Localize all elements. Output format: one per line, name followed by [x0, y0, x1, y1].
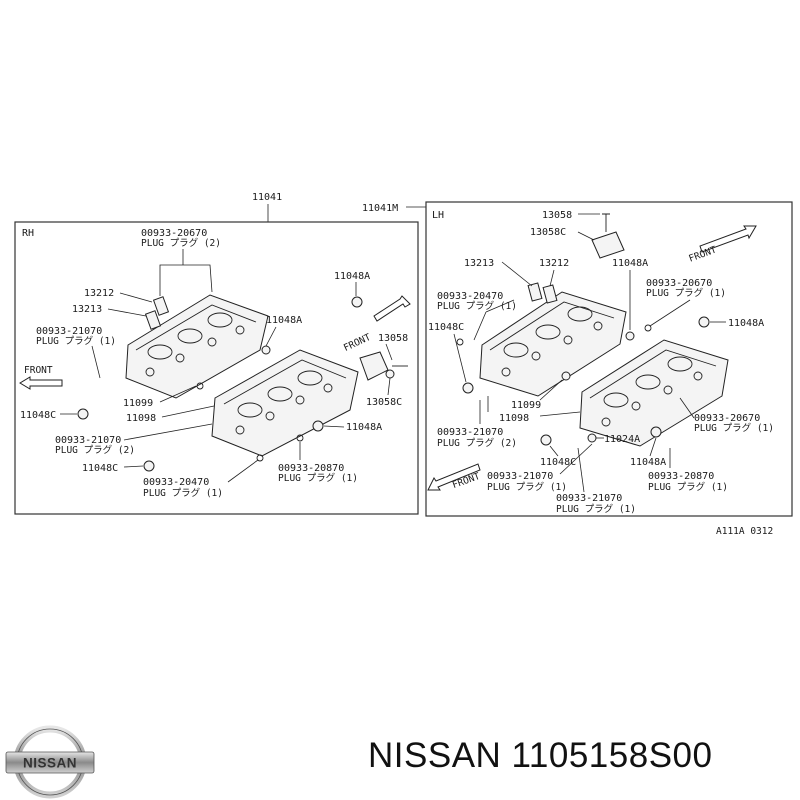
svg-text:11048C: 11048C	[428, 322, 464, 333]
rh-upper-cylinder-head	[125, 294, 269, 399]
svg-text:13213: 13213	[464, 258, 494, 269]
svg-text:00933-20670: 00933-20670	[646, 278, 712, 289]
lh-front-arrow-upper: FRONT	[687, 225, 757, 265]
svg-text:NISSAN: NISSAN	[23, 756, 77, 771]
lh-label: LH	[432, 210, 444, 221]
svg-text:00933-21070: 00933-21070	[437, 427, 503, 438]
lh-upper-cylinder-head	[479, 291, 627, 397]
lh-assembly-label: 11041M	[362, 203, 398, 214]
svg-text:FRONT: FRONT	[342, 332, 373, 354]
svg-text:13212: 13212	[539, 258, 569, 269]
svg-text:11048A: 11048A	[266, 315, 302, 326]
svg-text:PLUG プラグ (1): PLUG プラグ (1)	[556, 503, 636, 515]
svg-text:11048A: 11048A	[728, 318, 764, 329]
svg-text:00933-20670: 00933-20670	[694, 413, 760, 424]
rh-panel	[14, 221, 419, 515]
svg-text:00933-21070: 00933-21070	[55, 435, 121, 446]
svg-text:11048A: 11048A	[612, 258, 648, 269]
svg-text:11048A: 11048A	[334, 271, 370, 282]
svg-text:11048C: 11048C	[540, 457, 576, 468]
lh-panel	[425, 201, 793, 517]
svg-text:00933-20670: 00933-20670	[141, 228, 207, 239]
svg-text:11048C: 11048C	[20, 410, 56, 421]
svg-text:PLUG プラグ (1): PLUG プラグ (1)	[694, 422, 774, 434]
nissan-logo-icon: NISSAN	[5, 725, 95, 799]
svg-text:PLUG プラグ (1): PLUG プラグ (1)	[487, 481, 567, 493]
svg-text:PLUG プラグ (2): PLUG プラグ (2)	[437, 437, 517, 449]
svg-text:11048A: 11048A	[630, 457, 666, 468]
assembly-label: 11041	[252, 192, 282, 203]
svg-text:PLUG プラグ (1): PLUG プラグ (1)	[646, 287, 726, 299]
svg-text:13058C: 13058C	[366, 397, 402, 408]
svg-text:13058: 13058	[542, 210, 572, 221]
svg-text:PLUG プラグ (2): PLUG プラグ (2)	[55, 444, 135, 456]
svg-text:11099: 11099	[511, 400, 541, 411]
svg-text:00933-21070: 00933-21070	[556, 493, 622, 504]
svg-text:11098: 11098	[126, 413, 156, 424]
svg-text:11024A: 11024A	[604, 434, 640, 445]
svg-text:00933-20470: 00933-20470	[143, 477, 209, 488]
svg-text:00933-20470: 00933-20470	[437, 291, 503, 302]
svg-text:11048A: 11048A	[346, 422, 382, 433]
svg-text:PLUG プラグ (1): PLUG プラグ (1)	[36, 335, 116, 347]
svg-text:11099: 11099	[123, 398, 153, 409]
svg-text:PLUG プラグ (1): PLUG プラグ (1)	[437, 300, 517, 312]
svg-text:PLUG プラグ (2): PLUG プラグ (2)	[141, 237, 221, 249]
svg-text:PLUG プラグ (1): PLUG プラグ (1)	[143, 487, 223, 499]
svg-text:13058: 13058	[378, 333, 408, 344]
rh-small-parts	[77, 296, 408, 472]
reference-code: A111A 0312	[716, 526, 773, 537]
svg-text:PLUG プラグ (1): PLUG プラグ (1)	[648, 481, 728, 493]
rh-front-arrow-left: FRONT	[19, 365, 63, 390]
rh-label: RH	[22, 228, 34, 239]
svg-text:00933-21070: 00933-21070	[36, 326, 102, 337]
lh-lower-cylinder-head	[579, 339, 729, 447]
svg-text:13058C: 13058C	[530, 227, 566, 238]
svg-text:00933-21070: 00933-21070	[487, 471, 553, 482]
svg-text:FRONT: FRONT	[24, 365, 53, 376]
svg-text:00933-20870: 00933-20870	[648, 471, 714, 482]
rh-lower-cylinder-head	[211, 349, 359, 457]
svg-text:11098: 11098	[499, 413, 529, 424]
svg-text:13212: 13212	[84, 288, 114, 299]
rh-front-arrow-right: FRONT	[342, 295, 411, 354]
brand-part-number-title: NISSAN 1105158S00	[368, 736, 713, 775]
svg-text:13213: 13213	[72, 304, 102, 315]
svg-text:PLUG プラグ (1): PLUG プラグ (1)	[278, 472, 358, 484]
lh-small-parts	[456, 213, 710, 446]
lh-front-arrow-lower: FRONT	[427, 463, 482, 491]
svg-text:11048C: 11048C	[82, 463, 118, 474]
svg-text:00933-20870: 00933-20870	[278, 463, 344, 474]
